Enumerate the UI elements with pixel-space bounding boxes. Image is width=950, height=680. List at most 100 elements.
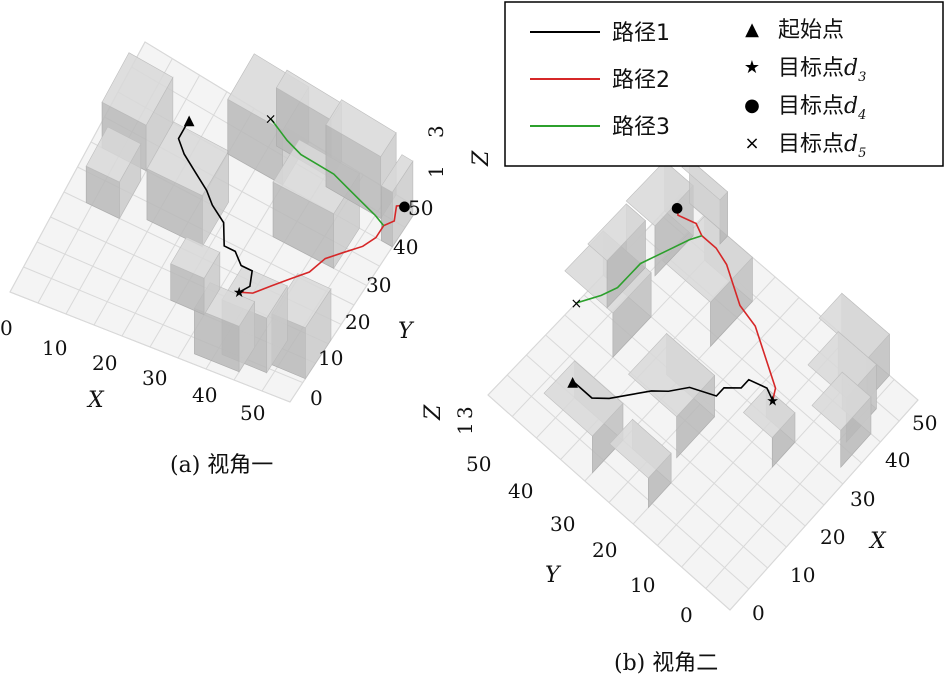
x-axis-label-b: X bbox=[868, 529, 887, 554]
path-line bbox=[239, 204, 405, 294]
legend-marker-symbol: × bbox=[744, 133, 759, 154]
x-tick-label: 0 bbox=[0, 316, 13, 340]
building-top bbox=[818, 292, 890, 360]
x-tick-label: 30 bbox=[850, 487, 875, 511]
legend-line-label: 路径3 bbox=[612, 115, 670, 140]
legend-marker-label: 目标点d5 bbox=[778, 132, 866, 161]
path-line bbox=[676, 207, 777, 401]
legend-line-label: 路径2 bbox=[612, 68, 670, 93]
path-line bbox=[576, 235, 703, 304]
target-marker: × bbox=[570, 296, 582, 312]
buildings-b bbox=[543, 158, 890, 509]
paths-b bbox=[572, 207, 777, 401]
building-top bbox=[543, 360, 624, 437]
legend-marker-italic: d bbox=[844, 94, 858, 119]
x-axis-label-a: X bbox=[86, 388, 105, 413]
z-axis-label-a: Z bbox=[469, 150, 494, 167]
y-tick-label: 30 bbox=[366, 273, 391, 297]
legend-marker-label: 目标点d4 bbox=[778, 94, 866, 123]
y-tick-label: 0 bbox=[680, 603, 693, 627]
target-marker: ★ bbox=[766, 394, 779, 410]
target-marker: ● bbox=[398, 198, 410, 214]
x-tick-label: 20 bbox=[820, 525, 845, 549]
y-tick-label: 10 bbox=[630, 573, 655, 597]
legend-marker-subscript: 4 bbox=[857, 108, 866, 123]
y-tick-label: 20 bbox=[345, 310, 370, 334]
y-ticks-a: 0 10 20 30 40 50 bbox=[310, 196, 433, 410]
target-marker: ▲ bbox=[184, 113, 195, 129]
x-tick-label: 50 bbox=[912, 411, 937, 435]
y-tick-label: 10 bbox=[318, 346, 343, 370]
x-ticks-a: 0 10 20 30 40 50 bbox=[0, 316, 265, 425]
x-tick-label: 10 bbox=[42, 336, 67, 360]
legend-box bbox=[504, 1, 944, 167]
y-ticks-b: 0 10 20 30 40 50 bbox=[466, 452, 693, 627]
building-top bbox=[807, 331, 877, 399]
building-top bbox=[101, 52, 174, 126]
z-axis-label-b: Z bbox=[421, 404, 446, 421]
y-tick-label: 50 bbox=[466, 452, 491, 476]
plot-panel-a: ▲★●× 0 10 20 30 40 50 X 0 10 20 30 40 50… bbox=[0, 41, 494, 478]
x-tick-label: 40 bbox=[192, 383, 217, 407]
legend-line-entries: 路径1 路径2 路径3 bbox=[530, 21, 670, 140]
z-tick-label: 3 bbox=[424, 125, 448, 138]
caption-a: (a) 视角一 bbox=[170, 453, 273, 478]
building-side bbox=[381, 185, 393, 248]
target-marker: ★ bbox=[233, 285, 246, 301]
legend-marker-italic: d bbox=[844, 132, 858, 157]
building-top bbox=[609, 418, 672, 479]
legend-marker-symbol: ★ bbox=[744, 57, 760, 78]
path-line bbox=[572, 378, 774, 401]
plot-panel-b: ▲★●× 0 10 20 30 40 50 X 0 10 20 30 40 50… bbox=[421, 158, 937, 676]
markers-a: ▲ ★ ● × bbox=[184, 111, 411, 301]
legend-marker-label: 目标点d3 bbox=[778, 56, 866, 85]
grid-line bbox=[487, 194, 681, 396]
building-top bbox=[628, 333, 716, 418]
x-tick-label: 50 bbox=[240, 401, 265, 425]
x-tick-label: 0 bbox=[752, 601, 765, 625]
z-tick-label: 3 bbox=[453, 406, 477, 419]
y-tick-label: 0 bbox=[310, 386, 323, 410]
x-tick-label: 10 bbox=[790, 563, 815, 587]
legend-marker-entries: ▲ 起始点 ★ 目标点d3 ● 目标点d4 × 目标点d5 bbox=[744, 18, 866, 161]
z-tick-label: 1 bbox=[424, 165, 448, 178]
y-axis-label-b: Y bbox=[545, 563, 562, 588]
legend-marker-symbol: ● bbox=[744, 95, 760, 116]
legend-marker-symbol: ▲ bbox=[745, 19, 759, 40]
x-tick-label: 20 bbox=[92, 351, 117, 375]
legend: 路径1 路径2 路径3 ▲ 起始点 ★ 目标点d3 ● 目标点d4 × 目标点d5 bbox=[504, 1, 944, 167]
building-top bbox=[380, 154, 414, 193]
paths-a bbox=[177, 117, 405, 294]
y-tick-label: 20 bbox=[592, 538, 617, 562]
legend-marker-subscript: 5 bbox=[858, 146, 866, 161]
building-top bbox=[325, 99, 397, 158]
building-top bbox=[587, 203, 646, 262]
y-tick-label: 50 bbox=[408, 196, 433, 220]
target-marker: × bbox=[265, 111, 277, 127]
building-top bbox=[85, 126, 142, 183]
x-tick-label: 30 bbox=[142, 366, 167, 390]
legend-marker-label: 起始点 bbox=[778, 18, 844, 43]
building-top bbox=[811, 371, 872, 431]
caption-b: (b) 视角二 bbox=[614, 651, 718, 676]
target-marker: ● bbox=[671, 200, 683, 216]
x-ticks-b: 0 10 20 30 40 50 bbox=[752, 411, 937, 625]
z-tick-label: 1 bbox=[453, 422, 477, 435]
y-tick-label: 30 bbox=[550, 512, 575, 536]
legend-marker-subscript: 3 bbox=[858, 70, 866, 85]
y-axis-label-a: Y bbox=[398, 319, 415, 344]
y-tick-label: 40 bbox=[393, 235, 418, 259]
markers-b: ▲ ★ ● × bbox=[567, 200, 779, 409]
x-tick-label: 40 bbox=[885, 448, 910, 472]
grid-line bbox=[622, 254, 862, 464]
legend-marker-italic: d bbox=[844, 56, 858, 81]
z-ticks-a: 1 3 bbox=[424, 125, 448, 178]
target-marker: ▲ bbox=[567, 374, 578, 390]
z-ticks-b: 1 3 bbox=[453, 406, 477, 435]
path-line bbox=[269, 117, 385, 227]
path-line bbox=[177, 119, 254, 293]
y-tick-label: 40 bbox=[508, 479, 533, 503]
building-top bbox=[170, 236, 221, 279]
legend-line-label: 路径1 bbox=[612, 21, 670, 46]
